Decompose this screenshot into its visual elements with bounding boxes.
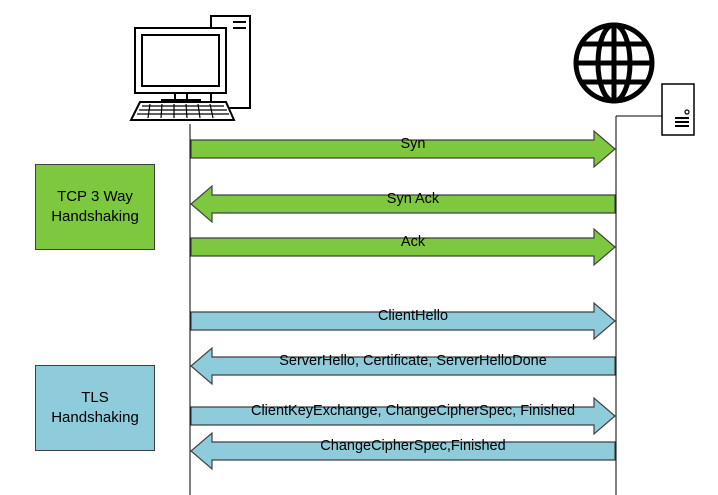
message-label: ClientHello xyxy=(378,308,448,324)
globe-server-icon xyxy=(573,22,695,136)
message-label: Ack xyxy=(401,234,426,250)
message-arrow xyxy=(190,346,616,386)
message-label: Syn Ack xyxy=(387,191,440,207)
tcp-handshake-label: TCP 3 Way Handshaking xyxy=(51,188,139,225)
message-label: ClientKeyExchange, ChangeCipherSpec, Fin… xyxy=(251,403,575,419)
tls-handshake-label: TLS Handshaking xyxy=(51,389,139,426)
message-label: ChangeCipherSpec,Finished xyxy=(320,438,505,454)
message-arrow xyxy=(190,129,616,169)
message-label: Syn xyxy=(401,136,426,152)
desktop-computer-icon xyxy=(129,15,251,121)
message-label: ServerHello, Certificate, ServerHelloDon… xyxy=(279,353,547,369)
tcp-handshake-label-box: TCP 3 Way Handshaking xyxy=(35,164,155,250)
message-arrow xyxy=(190,301,616,341)
message-arrow xyxy=(190,184,616,224)
message-arrow xyxy=(190,227,616,267)
message-arrow xyxy=(190,431,616,471)
message-arrow xyxy=(190,396,616,436)
tls-handshake-label-box: TLS Handshaking xyxy=(35,365,155,451)
